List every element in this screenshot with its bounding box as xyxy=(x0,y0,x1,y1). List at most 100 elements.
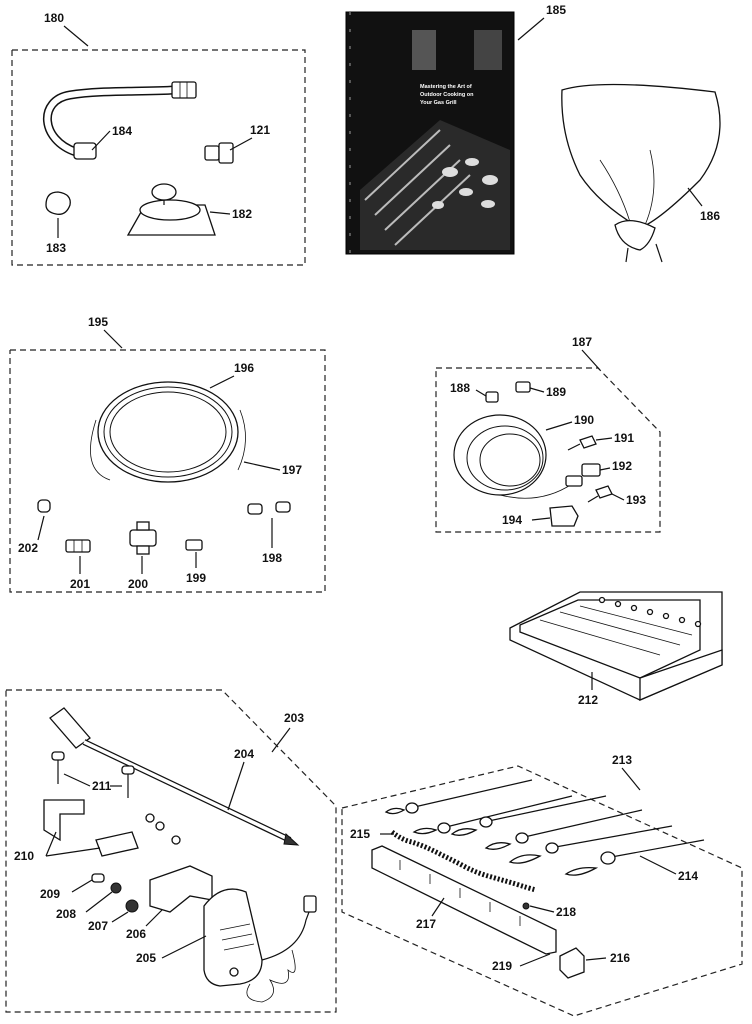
frame-tabs xyxy=(399,860,521,926)
tube-coil-190 xyxy=(479,433,541,487)
hose-184 xyxy=(44,87,176,155)
tube-coil-tail xyxy=(90,419,111,481)
label-205: 205 xyxy=(136,951,156,965)
cookbook-185: Mastering the Art of Outdoor Cooking on … xyxy=(345,3,566,255)
leader-193 xyxy=(611,493,625,501)
leader-190 xyxy=(545,421,573,431)
skewer-214 xyxy=(441,795,573,829)
cover-tank-line xyxy=(625,247,629,263)
leader-203 xyxy=(271,727,291,753)
leader-219 xyxy=(519,953,551,967)
label-202: 202 xyxy=(18,541,38,555)
leader-217 xyxy=(431,897,445,917)
leader-192 xyxy=(599,467,611,471)
skewer-handle xyxy=(484,842,512,850)
label-217: 217 xyxy=(416,917,436,931)
leader-204 xyxy=(227,761,245,811)
tee-200 xyxy=(129,529,157,547)
group-180-border xyxy=(11,49,306,266)
skewer-handle xyxy=(450,828,478,836)
sleeve-198 xyxy=(247,503,263,515)
washer xyxy=(155,821,165,831)
skewer-stop xyxy=(545,842,559,854)
cover-tie xyxy=(614,220,656,251)
skewer-214 xyxy=(409,779,533,809)
spit-point xyxy=(283,833,300,846)
skewer-handle xyxy=(564,866,599,876)
skewer-stop xyxy=(437,822,451,834)
grill-cover-186: 186 xyxy=(561,83,721,263)
motor-plug xyxy=(303,895,317,913)
washer xyxy=(171,835,181,845)
cookbook-food xyxy=(465,158,479,166)
label-184: 184 xyxy=(112,124,132,138)
orifice-193 xyxy=(595,485,613,499)
label-218: 218 xyxy=(556,905,576,919)
fitting-121 xyxy=(204,145,220,161)
leader-187 xyxy=(581,349,601,371)
orifice-191 xyxy=(579,435,597,449)
group-203-border xyxy=(5,689,337,1013)
motor-vents xyxy=(219,923,255,951)
label-204: 204 xyxy=(234,747,254,761)
label-201: 201 xyxy=(70,577,90,591)
group-195: 195 196 197 198 199 200 201 202 xyxy=(9,315,326,593)
skewer-handle xyxy=(412,827,438,835)
leader-184 xyxy=(91,130,111,151)
screw-211 xyxy=(121,765,135,775)
leader-197 xyxy=(243,461,281,471)
cookbook-food xyxy=(432,201,444,209)
label-121: 121 xyxy=(250,123,270,137)
cookbook-food xyxy=(482,175,498,185)
tube-coil-196 xyxy=(109,391,227,473)
rack-hole xyxy=(694,620,702,628)
skewer-stop xyxy=(479,816,493,828)
group-213-border xyxy=(341,765,743,1017)
skewer-214 xyxy=(483,795,607,823)
skewer-stop xyxy=(405,802,419,814)
leader-202 xyxy=(37,515,45,541)
grill-cover-bag xyxy=(561,83,721,229)
leader-188 xyxy=(475,389,487,397)
cookbook-figure xyxy=(412,30,436,70)
sleeve-198 xyxy=(275,501,291,513)
label-216: 216 xyxy=(610,951,630,965)
rack-hole xyxy=(614,600,622,608)
label-183: 183 xyxy=(46,241,66,255)
group-195-border xyxy=(9,349,326,593)
skewer-stop xyxy=(600,851,616,865)
cover-folds xyxy=(599,149,655,226)
motor-bracket-206 xyxy=(149,865,213,913)
spit-handle xyxy=(49,707,91,749)
regulator-182-knob xyxy=(151,183,177,201)
leader-191 xyxy=(595,437,613,441)
label-207: 207 xyxy=(88,919,108,933)
rack-shading xyxy=(539,605,693,656)
hose-fitting-end xyxy=(171,81,197,99)
rack-tray xyxy=(519,599,701,679)
skewer-stop xyxy=(515,832,529,844)
screw-209 xyxy=(91,873,105,883)
label-180: 180 xyxy=(44,11,64,25)
cookbook-food xyxy=(481,200,495,208)
fitting-121-hex xyxy=(218,142,234,164)
motor-cord-coil xyxy=(246,949,296,1003)
cookbook-inset xyxy=(474,30,502,70)
tube-coil-190 xyxy=(466,425,544,491)
leader-185 xyxy=(517,17,545,41)
group-187: 187 190 188 189 191 192 193 194 xyxy=(435,335,661,533)
screw-211 xyxy=(51,751,65,761)
leader-218 xyxy=(529,905,555,913)
cookbook-title-line1: Mastering the Art of xyxy=(420,84,472,90)
bracket-210b xyxy=(95,831,139,857)
orifice-stem xyxy=(587,495,599,503)
label-193: 193 xyxy=(626,493,646,507)
cookbook-grill-grates xyxy=(364,129,471,246)
label-214: 214 xyxy=(678,869,698,883)
skewer-handle xyxy=(508,854,542,864)
regulator-182-top xyxy=(139,199,201,221)
label-188: 188 xyxy=(450,381,470,395)
group-187-border xyxy=(435,367,661,533)
leader-216 xyxy=(585,957,607,961)
label-191: 191 xyxy=(614,431,634,445)
